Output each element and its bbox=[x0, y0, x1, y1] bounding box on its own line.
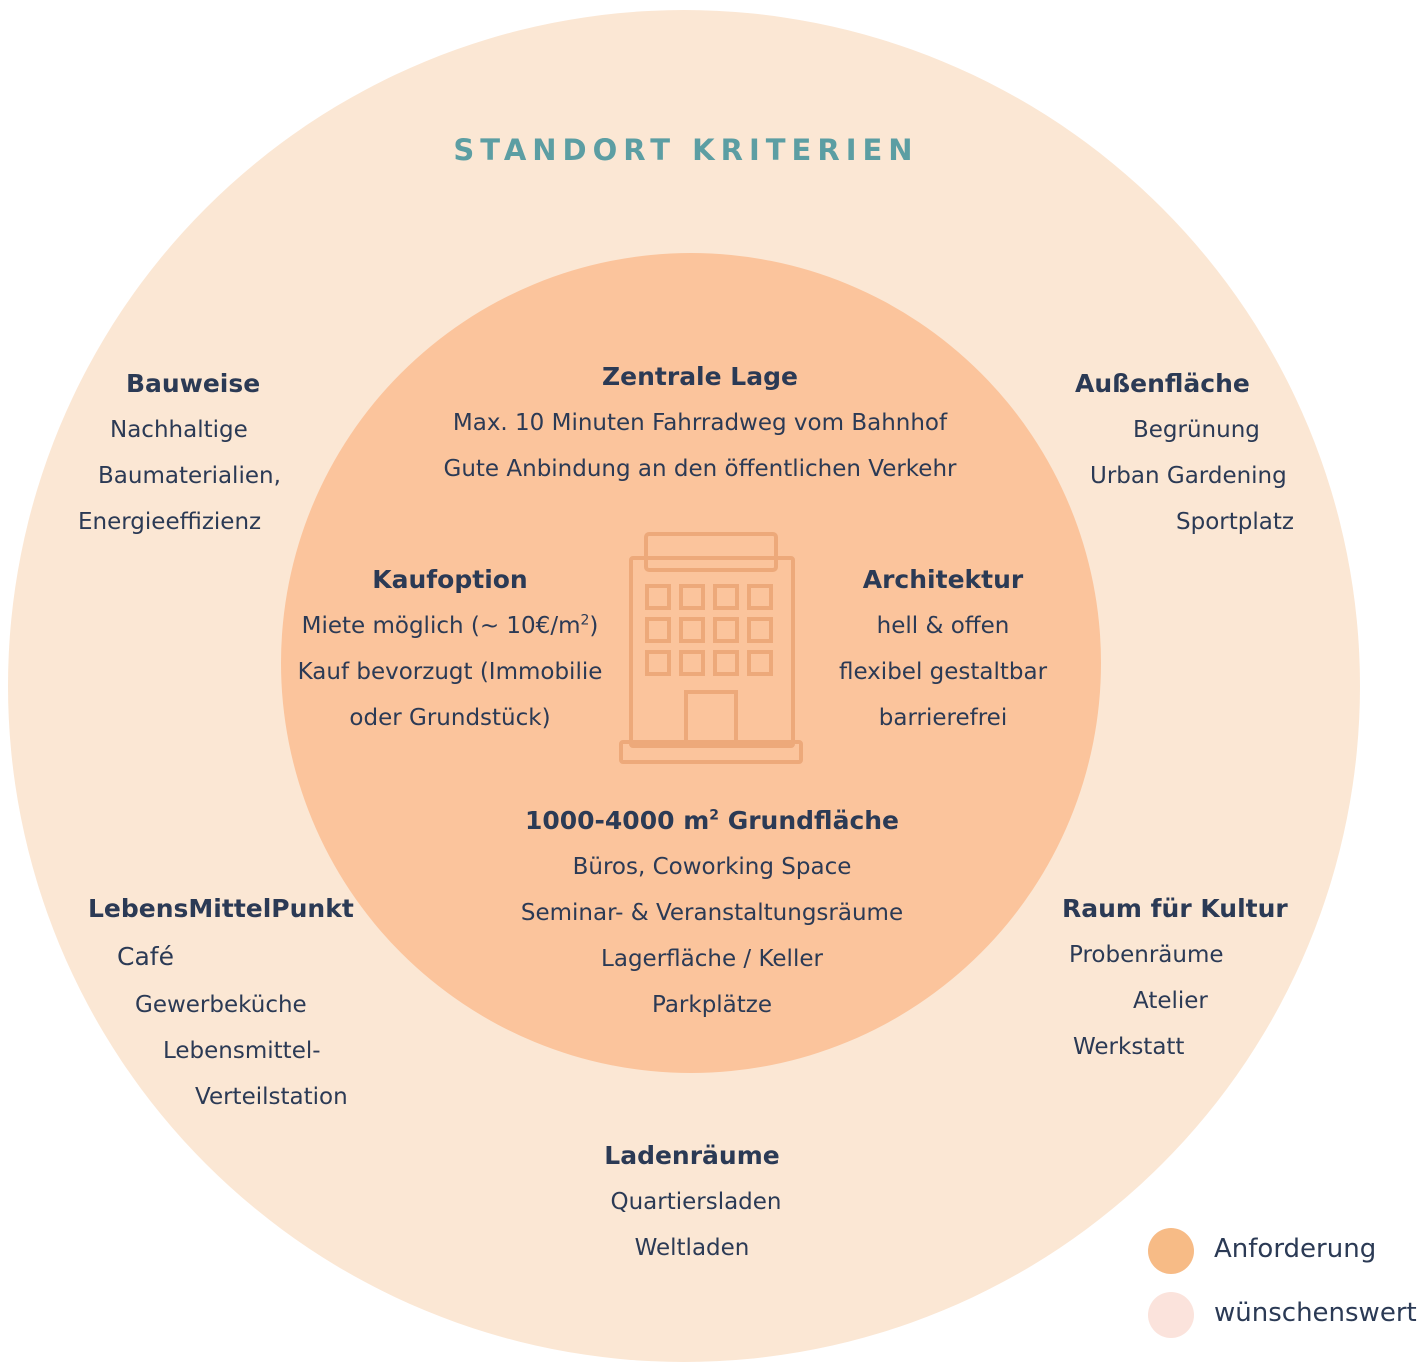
kaufoption-line: oder Grundstück) bbox=[349, 705, 551, 731]
grundflaeche-heading-end: Grundfläche bbox=[719, 806, 900, 835]
inner-circle-requirement bbox=[281, 253, 1101, 1073]
architektur-line: flexibel gestaltbar bbox=[838, 659, 1048, 685]
kaufoption-line: Kauf bevorzugt (Immobilie bbox=[297, 659, 603, 685]
ladenraeume-line: Weltladen bbox=[634, 1235, 750, 1261]
bauweise-block: Bauweise Nachhaltige Baumaterialien, Ene… bbox=[70, 361, 330, 545]
ladenraeume-block: Ladenräume Quartiersladen Weltladen bbox=[542, 1133, 842, 1271]
lebensmittelpunkt-line: Lebensmittel- bbox=[163, 1038, 321, 1064]
kultur-heading: Raum für Kultur bbox=[1062, 894, 1288, 923]
square-superscript: 2 bbox=[709, 807, 719, 824]
ladenraeume-heading: Ladenräume bbox=[604, 1141, 780, 1170]
kaufoption-line: Miete möglich (~ 10€/m2) bbox=[280, 603, 620, 649]
zentrale-lage-heading: Zentrale Lage bbox=[602, 362, 798, 391]
office-building-icon bbox=[619, 532, 803, 764]
legend-requirement-dot bbox=[1148, 1228, 1194, 1274]
bauweise-line: Energieeffizienz bbox=[78, 509, 262, 535]
square-superscript: 2 bbox=[580, 612, 590, 629]
aussenflaeche-block: Außenfläche Begrünung Urban Gardening Sp… bbox=[1070, 361, 1330, 545]
kultur-block: Raum für Kultur Probenräume Atelier Werk… bbox=[1062, 886, 1322, 1070]
aussenflaeche-line: Sportplatz bbox=[1176, 509, 1294, 535]
kaufoption-block: Kaufoption Miete möglich (~ 10€/m2) Kauf… bbox=[280, 557, 620, 741]
grundflaeche-heading: 1000-4000 m2 Grundfläche bbox=[462, 798, 962, 844]
bauweise-line: Nachhaltige bbox=[110, 417, 248, 443]
legend-desirable-label: wünschenswert bbox=[1214, 1298, 1417, 1328]
legend-requirement-label: Anforderung bbox=[1214, 1234, 1377, 1264]
kaufoption-heading: Kaufoption bbox=[372, 565, 528, 594]
diagram-title: STANDORT KRITERIEN bbox=[453, 133, 919, 167]
grundflaeche-line: Seminar- & Veranstaltungsräume bbox=[520, 900, 904, 926]
grundflaeche-line: Büros, Coworking Space bbox=[572, 854, 852, 880]
lebensmittelpunkt-line: Verteilstation bbox=[195, 1084, 348, 1110]
kultur-line: Probenräume bbox=[1069, 942, 1224, 968]
zentrale-lage-block: Zentrale Lage Max. 10 Minuten Fahrradweg… bbox=[400, 354, 1000, 492]
architektur-heading: Architektur bbox=[862, 565, 1024, 594]
grundflaeche-line: Lagerfläche / Keller bbox=[601, 946, 823, 972]
lebensmittelpunkt-line: Gewerbeküche bbox=[135, 992, 307, 1018]
architektur-line: hell & offen bbox=[876, 613, 1010, 639]
zentrale-lage-line: Gute Anbindung an den öffentlichen Verke… bbox=[443, 456, 957, 482]
aussenflaeche-line: Urban Gardening bbox=[1090, 463, 1287, 489]
lebensmittelpunkt-block: LebensMittelPunkt Café Gewerbeküche Lebe… bbox=[88, 886, 388, 1120]
grundflaeche-heading-start: 1000-4000 m bbox=[524, 806, 710, 835]
kultur-line: Werkstatt bbox=[1073, 1034, 1185, 1060]
kaufoption-rent-text: Miete möglich (~ 10€/m bbox=[301, 613, 581, 639]
grundflaeche-line: Parkplätze bbox=[651, 992, 773, 1018]
legend-desirable-dot bbox=[1148, 1292, 1194, 1338]
bauweise-line: Baumaterialien, bbox=[98, 463, 281, 489]
ladenraeume-line: Quartiersladen bbox=[610, 1189, 782, 1215]
lebensmittelpunkt-line: Café bbox=[117, 942, 174, 971]
bauweise-heading: Bauweise bbox=[126, 369, 261, 398]
kultur-line: Atelier bbox=[1133, 988, 1208, 1014]
zentrale-lage-line: Max. 10 Minuten Fahrradweg vom Bahnhof bbox=[452, 410, 948, 436]
kaufoption-rent-end: ) bbox=[589, 613, 599, 639]
aussenflaeche-line: Begrünung bbox=[1133, 417, 1260, 443]
grundflaeche-block: 1000-4000 m2 Grundfläche Büros, Coworkin… bbox=[462, 798, 962, 1028]
architektur-block: Architektur hell & offen flexibel gestal… bbox=[812, 557, 1074, 741]
aussenflaeche-heading: Außenfläche bbox=[1075, 369, 1250, 398]
lebensmittelpunkt-heading: LebensMittelPunkt bbox=[88, 894, 354, 923]
architektur-line: barrierefrei bbox=[878, 705, 1008, 731]
